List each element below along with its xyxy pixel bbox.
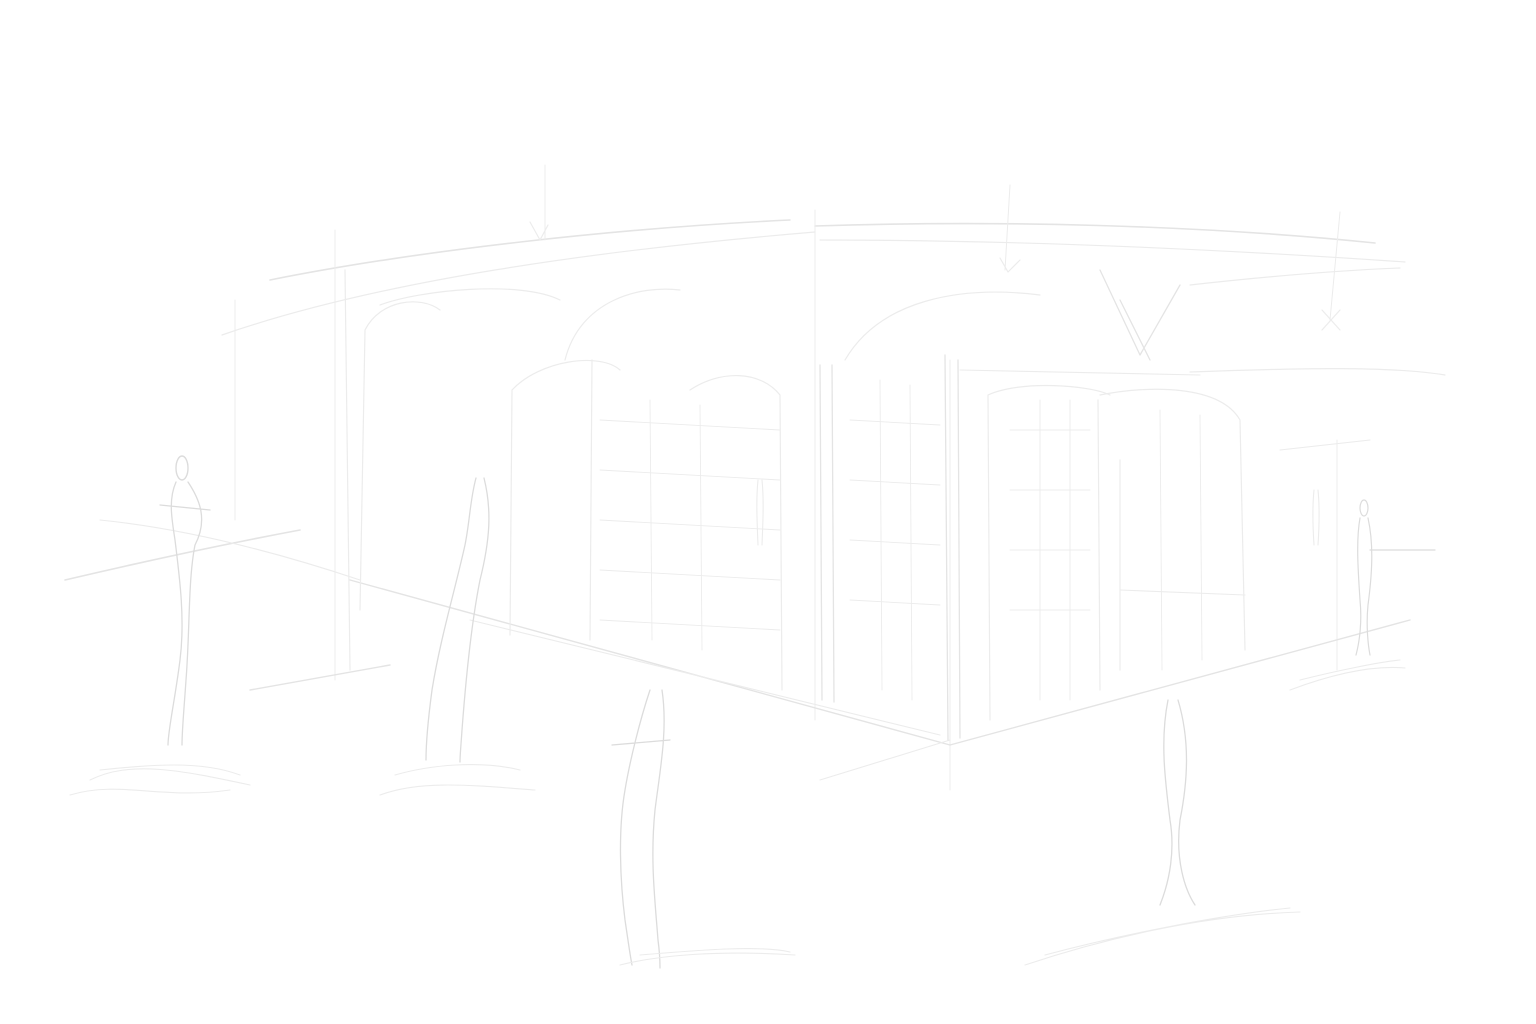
arch-right-4: [1097, 399, 1101, 691]
facade-right-band: [959, 369, 1201, 376]
facade-right-band-3: [1119, 589, 1246, 596]
figure-left: [379, 477, 536, 796]
arch-5: [589, 359, 593, 641]
building-sketch: [64, 164, 1446, 791]
roof-ornament-mid: [999, 257, 1021, 273]
construction-line: [1329, 211, 1341, 321]
pillar-corner: [944, 354, 961, 741]
facade-front-base-2: [469, 619, 941, 736]
pillar-front: [819, 364, 835, 703]
figure-far-right: [1289, 499, 1436, 691]
roof-edge-left: [269, 219, 791, 281]
construction-line: [1004, 184, 1011, 271]
facade-left-base: [249, 664, 391, 691]
ground-line-left: [64, 529, 301, 581]
roof-line-right-lower-2: [1189, 368, 1446, 376]
arch-2: [509, 359, 621, 636]
figure-right-front: [1024, 699, 1301, 966]
roof-ornament-right: [1321, 309, 1341, 331]
figure-far-left: [69, 455, 251, 796]
arch-4: [689, 374, 783, 691]
roof-edge-right: [814, 222, 1376, 244]
figure-background-center: [756, 479, 764, 546]
roof-edge-right-2: [819, 239, 1406, 263]
ground-line-right: [819, 739, 951, 781]
figure-center: [611, 689, 796, 969]
arch-right-3: [1099, 388, 1246, 651]
facade-front-base: [349, 579, 951, 746]
arch-3: [564, 288, 681, 361]
arch-1: [359, 301, 441, 611]
roof-edge-left-2: [221, 231, 816, 336]
ground-line-left-2: [99, 519, 361, 581]
window-grid: [599, 419, 1091, 631]
roof-ornament-left: [529, 221, 549, 241]
facade-right-band-2: [1279, 439, 1371, 451]
arch-6: [379, 288, 561, 306]
roof-line-right-lower: [1189, 267, 1401, 286]
figure-background-right: [1312, 489, 1320, 546]
window-verticals: [649, 379, 1203, 701]
arch-right-2: [987, 384, 1111, 721]
facade-right-base: [949, 619, 1411, 746]
facade-left-top: [344, 269, 351, 671]
roof-ornament-center: [1099, 269, 1181, 361]
arch-right-1: [844, 291, 1041, 361]
